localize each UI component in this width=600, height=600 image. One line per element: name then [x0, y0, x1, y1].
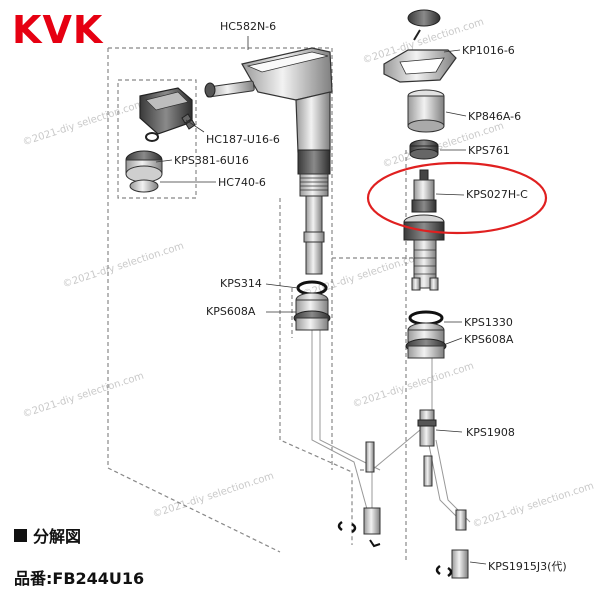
- assembly-guides: [107, 47, 420, 560]
- spout-cap: [139, 87, 193, 135]
- model-number: 品番:FB244U16: [14, 569, 145, 588]
- section-title: 分解図: [14, 523, 81, 547]
- aerator-screw: [204, 80, 255, 98]
- right-nut-washers: [405, 310, 447, 359]
- label-hc740-6: HC740-6: [218, 176, 266, 189]
- label-hc187-u16-6: HC187-U16-6: [206, 133, 280, 146]
- label-kps1908: KPS1908: [466, 426, 515, 439]
- label-kps1330: KPS1330: [464, 316, 513, 329]
- supply-hoses: [311, 330, 471, 525]
- faucet-spout-body: [241, 47, 333, 153]
- label-kp1016-6: KP1016-6: [462, 44, 515, 57]
- handle-lever: [383, 9, 457, 83]
- label-kps027h-c: KPS027H-C: [466, 188, 528, 201]
- ring-washer: [409, 139, 439, 160]
- hose-connector-kps1908: [417, 409, 437, 447]
- label-kps608a-left: KPS608A: [206, 305, 256, 318]
- label-kp846a-6: KP846A-6: [468, 110, 522, 123]
- aerator-assembly: [125, 150, 163, 193]
- label-kps314: KPS314: [220, 277, 262, 290]
- cartridge-kps027h-c: [411, 169, 437, 213]
- label-kps1915j3: KPS1915J3(代): [488, 560, 567, 573]
- left-nut-washers: [293, 280, 331, 331]
- bottom-fittings: [337, 441, 469, 579]
- section-title-text: 分解図: [33, 527, 82, 546]
- leader-lines: [155, 36, 487, 565]
- faucet-stem: [297, 149, 331, 275]
- cover-cap: [407, 89, 445, 133]
- label-kps608a-right: KPS608A: [464, 333, 514, 346]
- small-screws: [145, 113, 196, 142]
- label-kps761: KPS761: [468, 144, 510, 157]
- label-kps381-6u16: KPS381-6U16: [174, 154, 249, 167]
- valve-body: [403, 214, 445, 291]
- highlight-ring: [366, 161, 548, 235]
- label-hc582n-6: HC582N-6: [220, 20, 277, 33]
- square-bullet-icon: [14, 528, 27, 542]
- kvk-logo: KVK: [12, 8, 104, 52]
